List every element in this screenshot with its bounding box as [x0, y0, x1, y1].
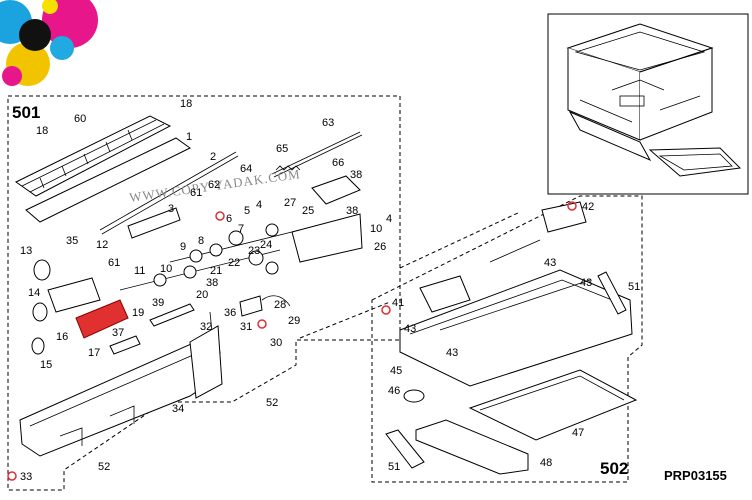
recycle-icon: [257, 319, 267, 329]
part-label: 5: [244, 205, 250, 217]
part-label: 41: [392, 297, 404, 309]
part-label: 18: [36, 125, 48, 137]
part-label: 28: [274, 299, 286, 311]
part-label: 52: [266, 397, 278, 409]
recycle-icon-group: [7, 201, 577, 481]
copier-thumbnail: [547, 13, 749, 195]
group-label-502: 502: [600, 459, 628, 478]
part-label: 14: [28, 287, 40, 299]
part-label: 66: [332, 157, 344, 169]
part-label: 7: [238, 223, 244, 235]
recycle-icon: [215, 211, 225, 221]
part-label: 34: [172, 403, 184, 415]
part-label: 27: [284, 197, 296, 209]
part-label: 11: [134, 265, 145, 277]
part-label: 10: [160, 263, 172, 275]
part-label: 38: [346, 205, 358, 217]
recycle-icon: [567, 201, 577, 211]
part-label: 23: [248, 245, 260, 257]
part-label: 45: [390, 365, 402, 377]
part-label: 26: [374, 241, 386, 253]
link-line: [399, 211, 521, 269]
recycle-icon: [381, 305, 391, 315]
highlighted-part-17: [75, 299, 129, 339]
part-label: 47: [572, 427, 584, 439]
recycle-icon: [7, 471, 17, 481]
part-label: 18: [180, 98, 192, 110]
part-label: 16: [56, 331, 68, 343]
link-line: [299, 301, 391, 339]
part-label: 9: [180, 241, 186, 253]
part-label: 52: [98, 461, 110, 473]
part-label: 12: [96, 239, 108, 251]
part-label: 8: [198, 235, 204, 247]
colorful-circles-logo: [0, 0, 98, 86]
part-label: 21: [210, 265, 222, 277]
part-label: 1: [186, 131, 192, 143]
part-label: 13: [20, 245, 32, 257]
part-label: 37: [112, 327, 124, 339]
part-label: 32: [200, 321, 212, 333]
group-501-outline: [7, 95, 401, 491]
part-label: 64: [240, 163, 252, 175]
diagram-code: PRP03155: [664, 468, 727, 483]
part-label: 25: [302, 205, 314, 217]
part-label: 10: [370, 223, 382, 235]
part-label: 15: [40, 359, 52, 371]
part-label: 43: [404, 323, 416, 335]
part-label: 42: [582, 201, 594, 213]
part-label: 51: [388, 461, 400, 473]
group-501-parts: [15, 115, 363, 457]
part-label: 36: [224, 307, 236, 319]
part-label: 43: [446, 347, 458, 359]
part-label: 3: [168, 203, 174, 215]
group-label-501: 501: [12, 103, 40, 122]
part-labels-501: 18 18 60 1 2 63 65 64 66 38 3 61 62 6 5 …: [20, 98, 392, 483]
part-label: 38: [350, 169, 362, 181]
part-label: 43: [580, 277, 592, 289]
part-label: 65: [276, 143, 288, 155]
part-label: 20: [196, 289, 208, 301]
part-label: 43: [544, 257, 556, 269]
part-label: 30: [270, 337, 282, 349]
part-label: 17: [88, 347, 100, 359]
part-label: 22: [228, 257, 240, 269]
part-label: 31: [240, 321, 252, 333]
part-label: 60: [74, 113, 86, 125]
part-label: 4: [256, 199, 262, 211]
part-label: 2: [210, 151, 216, 163]
group-502-outline: [371, 195, 643, 483]
part-label: 46: [388, 385, 400, 397]
part-label: 24: [260, 239, 272, 251]
part-label: 33: [20, 471, 32, 483]
part-label: 35: [66, 235, 78, 247]
part-label: 48: [540, 457, 552, 469]
part-label: 39: [152, 297, 164, 309]
part-label: 63: [322, 117, 334, 129]
part-label: 51: [628, 281, 640, 293]
part-label: 38: [206, 277, 218, 289]
part-label: 6: [226, 213, 232, 225]
part-label: 4: [386, 213, 392, 225]
part-label: 61: [108, 257, 120, 269]
part-label: 62: [208, 179, 220, 191]
group-502-parts: [385, 201, 638, 475]
part-label: 61: [190, 187, 202, 199]
part-labels-502: 42 43 43 51 41 43 43 45 46 47 51 48: [388, 201, 640, 473]
part-label: 19: [132, 307, 144, 319]
part-label: 29: [288, 315, 300, 327]
